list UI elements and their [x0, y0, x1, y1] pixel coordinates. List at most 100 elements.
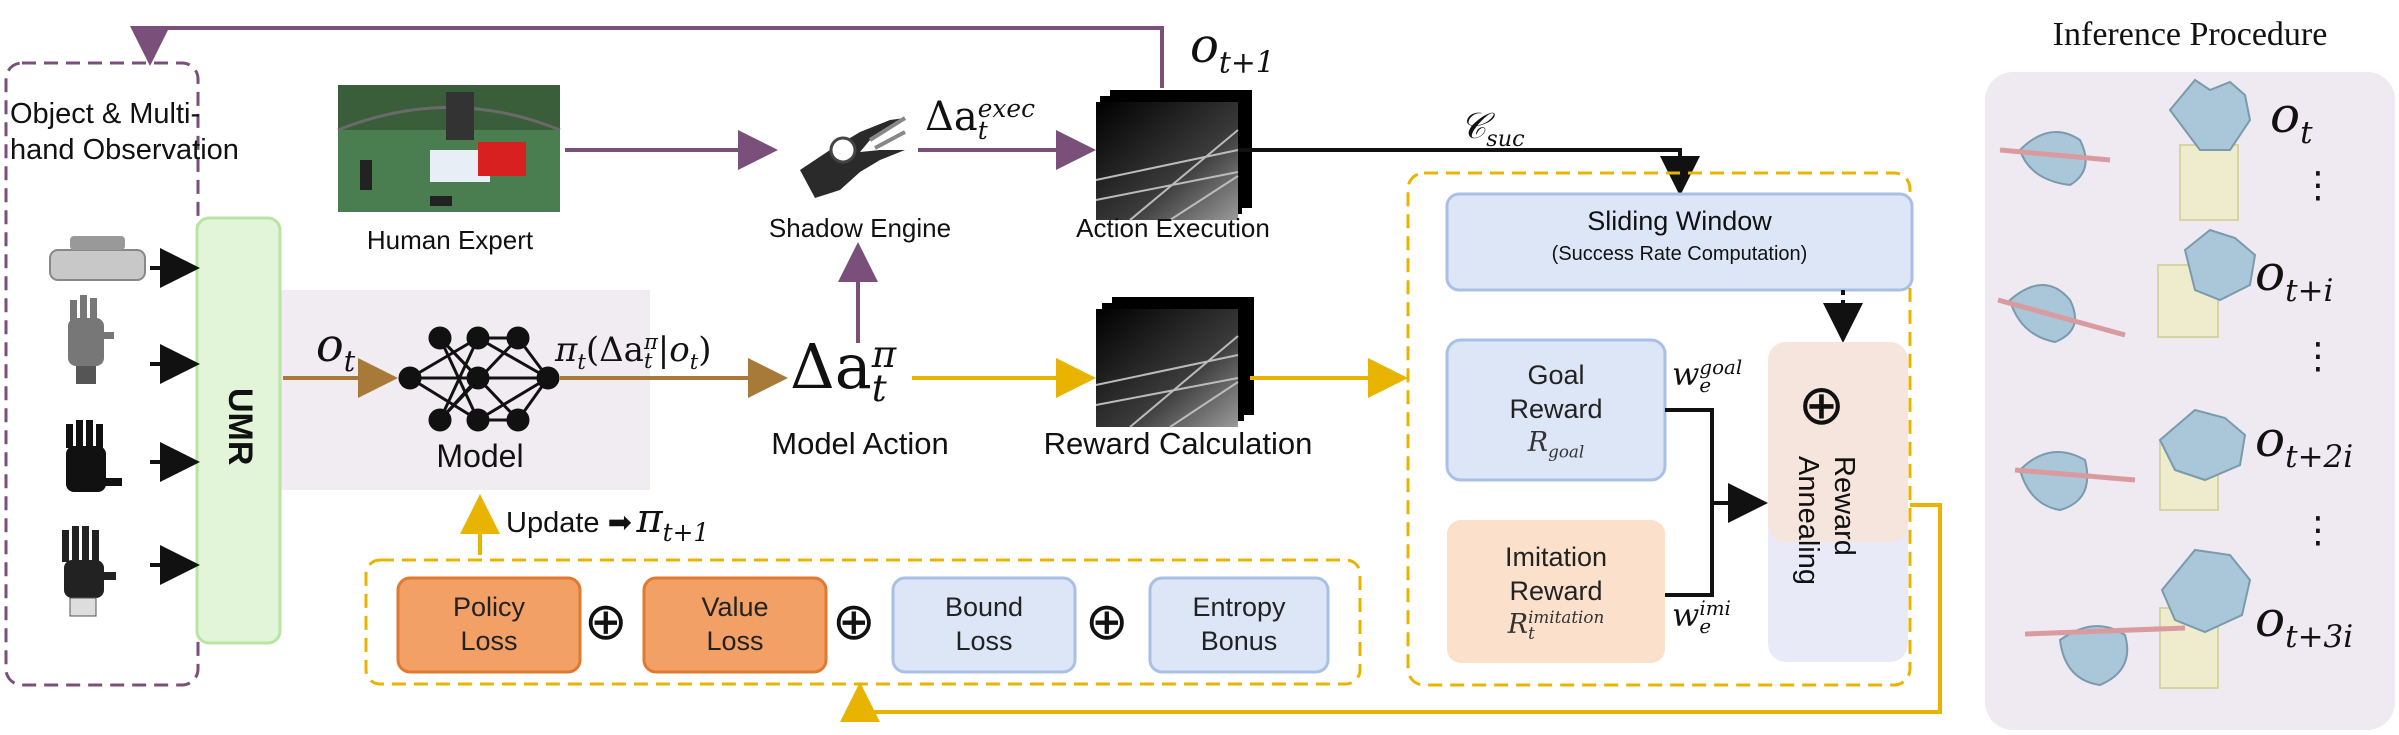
- policy-open: (Δa: [585, 330, 644, 370]
- value-loss-line2: Loss: [706, 626, 764, 656]
- policy-symbol: π: [555, 330, 578, 370]
- annealing-label: Reward Annealing: [1790, 456, 1862, 585]
- gripper-icon: [49, 249, 146, 281]
- inference-obs-2: ot+i: [2255, 244, 2333, 309]
- feedback-arrow-next-obs: [130, 26, 1164, 88]
- reward-calculation-label: Reward Calculation: [1043, 426, 1313, 461]
- human-expert-image: [337, 85, 561, 212]
- imitation-reward-line1: Imitation: [1504, 542, 1608, 572]
- inference-obs-1-base: o: [2270, 86, 2301, 144]
- model-network-icon: [398, 326, 560, 432]
- exec-action-sup: exec: [977, 93, 1035, 123]
- policy-given: |o: [657, 330, 690, 370]
- goal-reward-label: Goal Reward Rgoal: [1447, 358, 1665, 468]
- update-pi: πt+1: [636, 496, 709, 547]
- gripper-icon-top: [70, 236, 125, 250]
- goal-reward-line2: Reward: [1509, 394, 1603, 424]
- policy-close: ): [698, 330, 712, 370]
- plus-icon-3: ⊕: [1085, 592, 1129, 652]
- goal-reward-symbol: R: [1527, 427, 1549, 458]
- umr-label: UMR: [221, 388, 259, 466]
- exec-action-base: Δa: [925, 94, 978, 140]
- imitation-reward-symbol: R: [1507, 609, 1529, 640]
- action-execution-image: [1095, 90, 1252, 221]
- sliding-window-label: Sliding Window (Success Rate Computation…: [1447, 206, 1912, 266]
- imitation-reward-box: [1447, 520, 1665, 663]
- hand-icon-gray: [68, 295, 114, 384]
- value-loss-line1: Value: [701, 592, 769, 622]
- next-obs-base: o: [1190, 18, 1219, 74]
- observation-title: Object & Multi- hand Observation: [10, 96, 239, 168]
- sliding-window-title: Sliding Window: [1587, 206, 1772, 236]
- hand-icon-dark: [62, 526, 116, 617]
- reward-calculation-image: [1095, 297, 1254, 428]
- policy-loss-box: [396, 576, 582, 674]
- next-obs-sub: t+1: [1218, 45, 1275, 81]
- losses-panel-border: [364, 558, 1362, 686]
- model-label: Model: [436, 438, 524, 474]
- imitation-weight-sup: imi: [1699, 596, 1731, 620]
- policy-inner-sup: π: [643, 329, 658, 355]
- entropy-bonus-line2: Bonus: [1200, 626, 1278, 656]
- inference-obs-2-sub: t+i: [2285, 273, 2334, 309]
- value-loss-box: [642, 576, 828, 674]
- shadow-engine-label: Shadow Engine: [768, 213, 952, 243]
- goal-weight-sup: goal: [1699, 355, 1743, 379]
- inference-obs-4-sub: t+3i: [2285, 619, 2354, 655]
- delta-sub: t: [871, 365, 887, 410]
- action-execution-label: Action Execution: [1076, 213, 1270, 243]
- exec-action-sub: t: [977, 116, 988, 145]
- imitation-weight-base: w: [1672, 596, 1700, 634]
- human-expert-label: Human Expert: [366, 225, 534, 255]
- inference-panel: [1985, 72, 2395, 730]
- model-action-label: Model Action: [771, 426, 949, 461]
- inference-obs-4: ot+3i: [2255, 590, 2353, 655]
- annealing-label-1: Reward: [1828, 456, 1860, 556]
- bound-loss-line1: Bound: [944, 592, 1024, 622]
- inference-obs-1-sub: t: [2300, 115, 2313, 151]
- line-goal-to-annealing: [1665, 408, 1714, 503]
- update-pi-symbol: π: [636, 496, 663, 542]
- imitation-weight-sub: e: [1699, 614, 1712, 638]
- goal-weight-base: w: [1672, 355, 1700, 393]
- success-math: 𝒞suc: [1460, 106, 1525, 152]
- obs-base: o: [316, 318, 344, 372]
- entropy-bonus-box: [1148, 576, 1330, 674]
- plus-icon-1: ⊕: [584, 592, 628, 652]
- umr-box: [195, 216, 282, 645]
- inference-obs-3-sub: t+2i: [2285, 439, 2354, 475]
- arrow-annealing-to-losses: [840, 503, 1942, 722]
- imitation-reward-sup: imitation: [1528, 607, 1605, 628]
- policy-loss-line1: Policy: [452, 592, 526, 622]
- observation-panel-border: [4, 61, 200, 687]
- imitation-reward-line2: Reward: [1509, 576, 1603, 606]
- shadow-hand-icon: [800, 116, 907, 198]
- inference-title: Inference Procedure: [2052, 16, 2328, 53]
- inference-hand-illustrations: [1997, 78, 2257, 689]
- arrow-success-to-window: [1238, 148, 1700, 196]
- hand-icons: [49, 236, 146, 617]
- plus-icon-2: ⊕: [832, 592, 876, 652]
- success-base: 𝒞: [1460, 106, 1487, 147]
- inference-obs-2-base: o: [2255, 244, 2286, 302]
- goal-reward-line1: Goal: [1527, 360, 1585, 390]
- annealing-label-2: Annealing: [1792, 456, 1824, 585]
- observation-title-line2: hand Observation: [10, 134, 239, 166]
- line-imitation-to-annealing: [1665, 503, 1714, 597]
- ellipsis-icon-2: ⋮: [2300, 336, 2336, 377]
- imitation-reward-sub: t: [1528, 622, 1535, 643]
- delta-base: Δa: [790, 330, 872, 403]
- policy-inner-sub: t: [643, 348, 653, 373]
- policy-sub: t: [577, 348, 586, 374]
- update-pi-sub: t+1: [662, 518, 710, 547]
